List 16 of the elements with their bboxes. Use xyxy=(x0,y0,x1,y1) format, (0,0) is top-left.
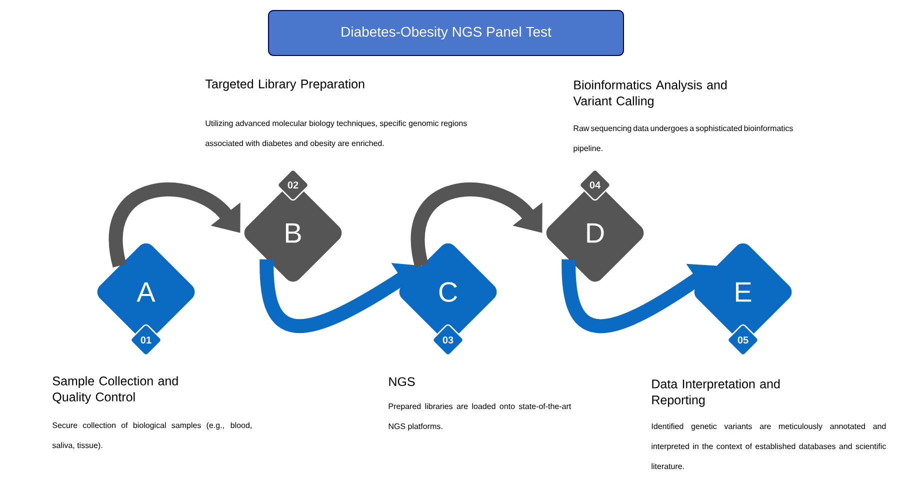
step-description: Identified genetic variants are meticulously annotated and interpreted in the context of established databases and scientific literature. xyxy=(652,423,886,470)
step-description: Prepared libraries are loaded onto state-of-the-art NGS platforms. xyxy=(388,403,572,431)
number-badge: 01 xyxy=(130,324,162,356)
number-badge: 05 xyxy=(727,324,759,356)
number-badge: 02 xyxy=(277,169,309,201)
step-heading: Data Interpretation and Reporting xyxy=(652,379,780,407)
number-badge: 04 xyxy=(579,169,611,201)
step-description: Secure collection of biological samples (e.g., blood, saliva, tissue). xyxy=(52,422,252,450)
step-heading: NGS xyxy=(389,377,415,386)
number-badge: 03 xyxy=(432,324,464,356)
step-heading: Sample Collection and Quality Control xyxy=(52,376,178,404)
step-description: Utilizing advanced molecular biology techniques, specific genomic regions associated with diabetes and obesity are enriched. xyxy=(206,120,467,148)
step-heading: Targeted Library Preparation xyxy=(205,79,364,91)
step-description: Raw sequencing data undergoes a sophisticated bioinformatics pipeline. xyxy=(574,125,793,153)
title-box: Diabetes-Obesity NGS Panel Test xyxy=(268,10,624,56)
step-heading: Bioinformatics Analysis and Variant Calling xyxy=(573,80,727,108)
